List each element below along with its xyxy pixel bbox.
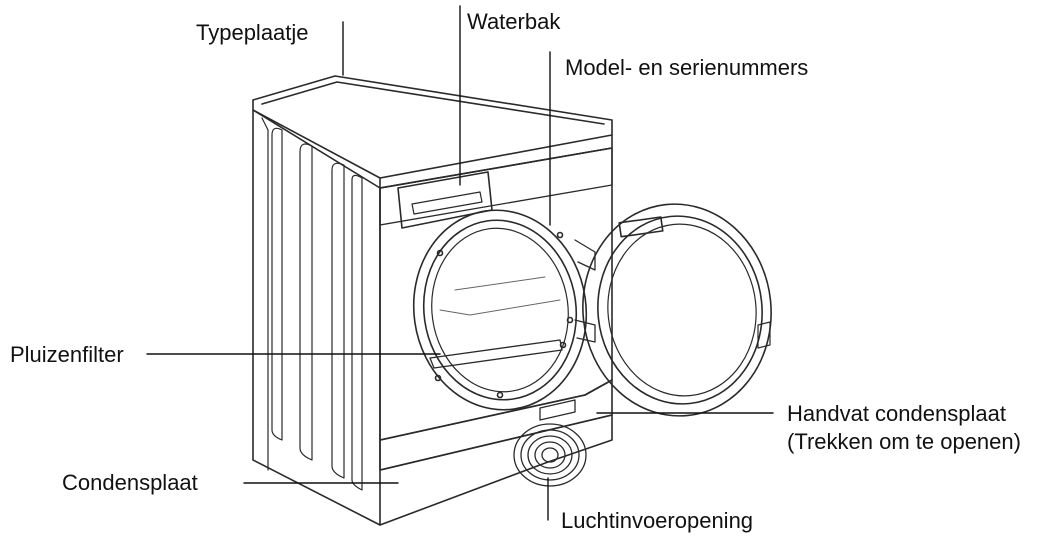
label-handvat-instructie: (Trekken om te openen)	[787, 429, 1021, 454]
label-pluizenfilter: Pluizenfilter	[10, 342, 124, 367]
open-door	[582, 203, 772, 417]
label-condensplaat: Condensplaat	[62, 470, 198, 495]
leader-lines	[146, 5, 774, 521]
label-model-serienummers: Model- en serienummers	[565, 55, 809, 80]
label-typeplaatje: Typeplaatje	[196, 20, 309, 45]
condenser-handle	[539, 399, 576, 421]
lint-filter	[429, 339, 563, 369]
air-intake-grille	[513, 423, 587, 487]
label-waterbak: Waterbak	[467, 9, 561, 34]
door-opening	[412, 209, 588, 411]
label-handvat-condensplaat: Handvat condensplaat	[787, 401, 1006, 426]
base-panel	[379, 379, 613, 471]
label-luchtinvoeropening: Luchtinvoeropening	[561, 508, 754, 533]
